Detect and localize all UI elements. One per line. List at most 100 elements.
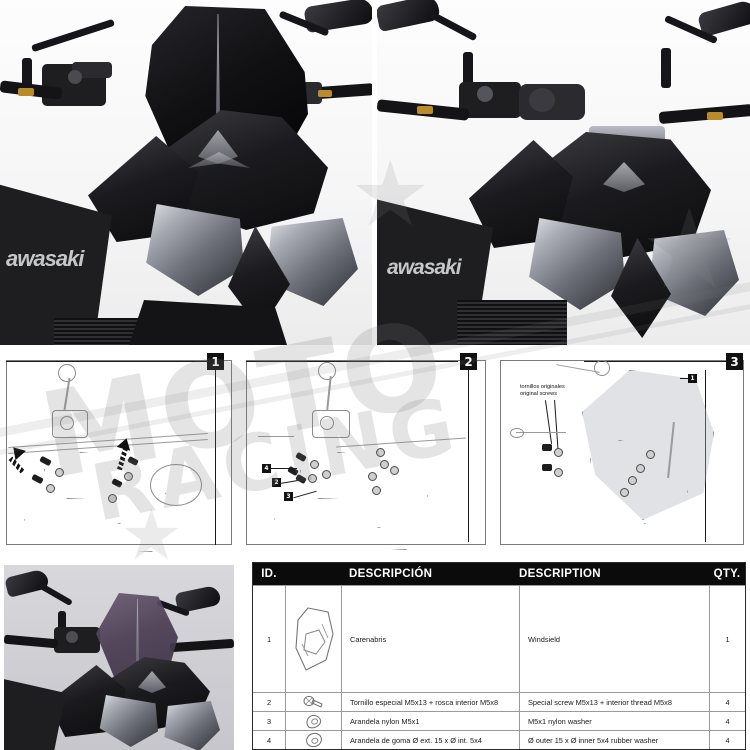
step-2-lead-vertical [468, 370, 469, 542]
row-description-es: Arandela de goma Ø ext. 15 x Ø int. 5x4 [341, 731, 519, 749]
washer-5 [380, 460, 389, 469]
left-mirror-post [22, 58, 32, 92]
washer-3 [322, 470, 331, 479]
left-mirror-post [58, 611, 66, 641]
step-badge-2: 2 [460, 353, 477, 370]
table-row: 1 Carenabris Windsield 1 [253, 585, 745, 692]
reservoir-cap-outline [60, 416, 74, 430]
kawasaki-logo: awasaki [387, 256, 462, 279]
row-description-en: Windsield [519, 586, 709, 692]
washer-b1 [124, 472, 133, 481]
header-icon [285, 563, 341, 585]
header-qty: QTY. [713, 568, 741, 580]
left-bar-end-gold [18, 88, 34, 96]
callout-4: 4 [262, 464, 271, 473]
original-washer-1 [554, 448, 563, 457]
cap-bolt [68, 70, 82, 84]
step-3-frame [500, 360, 744, 545]
washer-7 [372, 486, 381, 495]
mount-washer-1 [646, 450, 655, 459]
mount-washer-4 [620, 488, 629, 497]
mirror-outline [58, 364, 76, 382]
table-row: 4 Arandela de goma Ø ext. 15 x Ø int. 5x… [253, 730, 745, 750]
lever-ball-outline [510, 428, 524, 438]
table-row: 2 Tornillo especial M5x13 + rosca interi… [253, 692, 745, 711]
windscreen-centre-rib [136, 599, 139, 661]
screw-icon-glyph [303, 695, 323, 708]
washer-a1 [55, 468, 64, 477]
step-1-lead-vertical [215, 370, 216, 545]
step-3-lead-vertical [705, 370, 706, 542]
washer-8 [390, 466, 399, 475]
right-bar-end-gold [707, 112, 723, 120]
reservoir-cap-outline [320, 416, 334, 430]
rubber-washer-icon-glyph [303, 730, 324, 750]
step-badge-3: 3 [726, 353, 743, 370]
table-row: 3 Arandela nylon M5x1 M5x1 nylon washer … [253, 711, 745, 731]
left-bar-end-gold [417, 106, 433, 114]
original-screws-label-en: original screws [520, 391, 557, 397]
original-screw-2 [542, 464, 552, 471]
step-panel-3: 3 1 tornillos originales original screws [494, 348, 750, 553]
row-description-en: Ø outer 15 x Ø inner 5x4 rubber washer [519, 731, 709, 749]
row-id: 2 [266, 697, 272, 707]
header-description-en: DESCRIPTION [519, 568, 601, 580]
master-cylinder-outline [312, 410, 350, 438]
step-badge-1: 1 [207, 353, 224, 370]
step-diagram-row: 1 [0, 348, 750, 553]
reservoir-cap [72, 62, 112, 78]
parts-table: ID. DESCRIPCIÓN DESCRIPTION QTY. 1 Caren… [252, 562, 746, 750]
right-mirror-post [661, 48, 671, 88]
step-panel-1: 1 [0, 348, 238, 553]
radiator-grille [457, 300, 567, 345]
original-screw-1 [542, 444, 552, 451]
washer-a2 [46, 484, 55, 493]
tank-outline [150, 464, 202, 506]
step-panel-2: 2 4 2 3 [240, 348, 492, 553]
ignition-barrel [477, 86, 493, 102]
nylon-washer-icon-glyph [303, 711, 324, 731]
callout-2: 2 [272, 478, 281, 487]
right-bar-end-gold [318, 90, 332, 97]
washer-4 [376, 448, 385, 457]
original-screws-label-es: tornillos originales [520, 384, 565, 390]
photo-front-tinted-windscreen [4, 565, 234, 750]
mirror-outline [318, 362, 336, 380]
step-1-frame [6, 360, 232, 545]
step-1-lead-horizontal [6, 361, 208, 362]
callout-4-leader [271, 468, 297, 469]
windshield-icon [285, 586, 341, 692]
washer-1 [310, 460, 319, 469]
row-description-en: M5x1 nylon washer [519, 712, 709, 730]
lower-cowl [128, 300, 288, 345]
row-description-en: Special screw M5x13 + interior thread M5… [519, 693, 709, 711]
windscreen-centre-rib [216, 14, 220, 118]
steering-nut [529, 88, 555, 112]
header-id: ID. [261, 568, 277, 580]
left-mirror-post [463, 52, 473, 90]
row-id: 4 [266, 735, 272, 745]
step-3-lead-horizontal [584, 361, 734, 362]
windshield-icon-glyph [294, 607, 334, 671]
header-description-es: DESCRIPCIÓN [349, 568, 433, 580]
rubber-washer-icon [285, 730, 341, 750]
original-washer-2 [554, 468, 563, 477]
row-qty: 4 [709, 712, 745, 730]
lever-outline [258, 436, 294, 438]
step-2-lead-horizontal [246, 361, 458, 362]
row-qty: 1 [709, 586, 745, 692]
photo-front-with-windscreen: awasaki [0, 0, 372, 345]
callout-3: 3 [284, 492, 293, 501]
callout-1: 1 [688, 374, 697, 383]
washer-b2 [108, 494, 117, 503]
kawasaki-logo: awasaki [6, 246, 84, 271]
mount-washer-3 [628, 476, 637, 485]
row-qty: 4 [709, 731, 745, 749]
row-description-es: Tornillo especial M5x13 + rosca interior… [341, 693, 519, 711]
mirror-outline [594, 360, 610, 376]
row-id: 1 [266, 634, 272, 644]
fuel-tank-left [4, 679, 66, 750]
nylon-washer-icon [285, 711, 341, 731]
row-description-es: Carenabris [341, 586, 519, 692]
